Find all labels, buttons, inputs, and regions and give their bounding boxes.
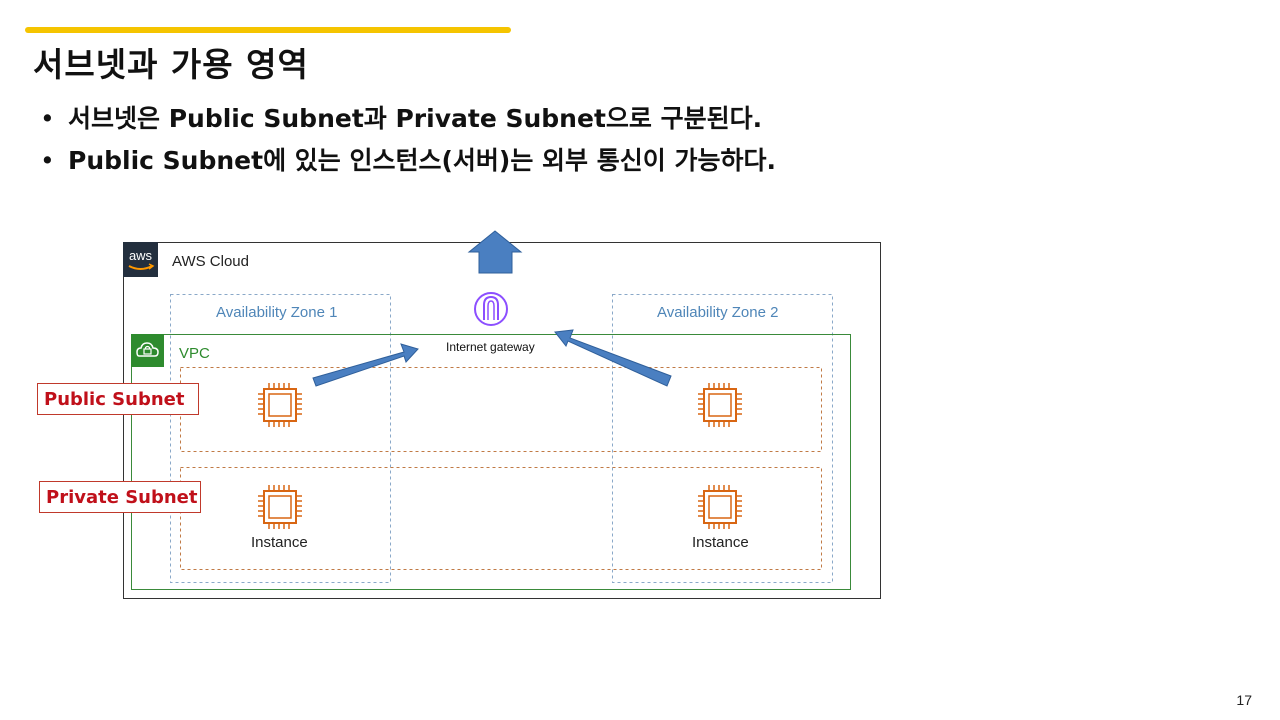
traffic-arrow-az1	[312, 343, 419, 387]
ec2-instance-icon	[258, 485, 302, 529]
public-subnet-tag: Public Subnet	[37, 383, 199, 415]
bullet-text: 서브넷은 Public Subnet과 Private Subnet으로 구분된…	[68, 104, 763, 133]
internet-gateway-icon	[474, 292, 508, 326]
svg-text:aws: aws	[129, 248, 153, 263]
vpc-group	[131, 334, 851, 590]
availability-zone-2-label: Availability Zone 2	[657, 304, 779, 321]
vpc-label: VPC	[179, 345, 210, 362]
ec2-instance-icon	[698, 485, 742, 529]
private-subnet-tag: Private Subnet	[39, 481, 201, 513]
private-subnet	[180, 467, 822, 570]
availability-zone-1	[170, 294, 391, 583]
title-accent-bar	[25, 27, 511, 33]
availability-zone-2	[612, 294, 833, 583]
internet-up-arrow	[467, 230, 523, 274]
aws-cloud-group	[123, 242, 881, 599]
instance-label: Instance	[692, 534, 749, 551]
bullet-item: • 서브넷은 Public Subnet과 Private Subnet으로 구분…	[40, 98, 776, 140]
vpc-icon	[131, 334, 164, 367]
slide-title: 서브넷과 가용 영역	[33, 45, 309, 84]
page-number: 17	[1236, 692, 1252, 708]
bullet-item: • Public Subnet에 있는 인스턴스(서버)는 외부 통신이 가능하다…	[40, 140, 776, 182]
traffic-arrow-az2	[554, 329, 672, 387]
ec2-instance-icon	[698, 383, 742, 427]
availability-zone-1-label: Availability Zone 1	[216, 304, 338, 321]
public-subnet	[180, 367, 822, 452]
aws-logo-icon: aws	[123, 242, 158, 277]
aws-cloud-label: AWS Cloud	[172, 253, 249, 270]
ec2-instance-icon	[258, 383, 302, 427]
bullet-dot: •	[40, 146, 55, 175]
bullet-text: Public Subnet에 있는 인스턴스(서버)는 외부 통신이 가능하다.	[68, 146, 776, 175]
instance-label: Instance	[251, 534, 308, 551]
bullet-list: • 서브넷은 Public Subnet과 Private Subnet으로 구분…	[40, 98, 776, 182]
internet-gateway-label: Internet gateway	[446, 340, 535, 354]
bullet-dot: •	[40, 104, 55, 133]
